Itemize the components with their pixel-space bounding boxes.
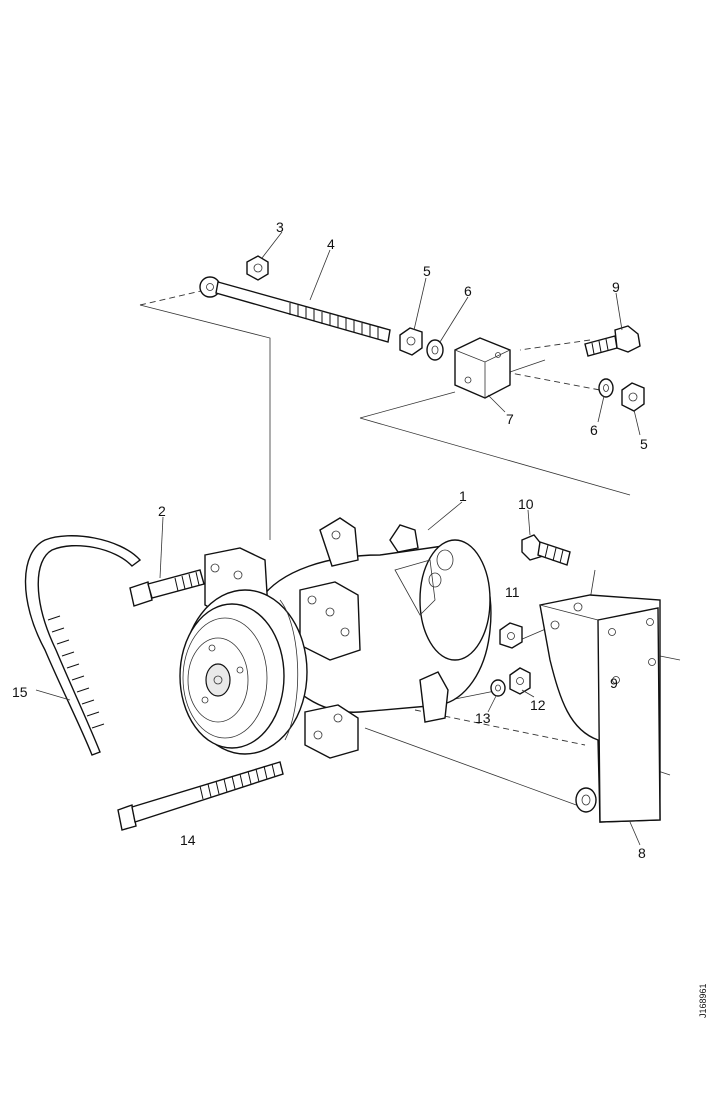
drive-belt — [24, 535, 142, 756]
nut-5-lower — [621, 382, 645, 412]
callout-15: 15 — [12, 684, 28, 700]
long-bolt-14 — [117, 761, 284, 831]
mounting-bracket-9 — [539, 594, 661, 823]
nut-11 — [499, 622, 523, 649]
callout-7: 7 — [506, 411, 514, 427]
nut-12 — [509, 667, 531, 695]
callout-2: 2 — [158, 503, 166, 519]
bolt-8 — [584, 325, 641, 357]
washer-13 — [490, 679, 506, 697]
washer-6-lower — [598, 378, 614, 398]
callout-5-upper: 5 — [423, 263, 431, 279]
bracket-block-7 — [454, 337, 511, 399]
ac-compressor — [179, 517, 492, 759]
callout-4: 4 — [327, 236, 335, 252]
callout-10: 10 — [518, 496, 534, 512]
callouts: 3 4 5 6 9 7 6 5 1 10 2 11 9 15 13 12 14 … — [12, 219, 648, 861]
callout-1: 1 — [459, 488, 467, 504]
callout-12: 12 — [530, 697, 546, 713]
bolt-10 — [521, 534, 571, 566]
nut-3 — [246, 255, 269, 281]
long-adjust-bolt — [199, 276, 391, 343]
callout-13: 13 — [475, 710, 491, 726]
callout-8: 9 — [612, 279, 620, 295]
nut-5-upper — [399, 327, 423, 356]
callout-9-upper: 9 — [610, 675, 618, 691]
figure-reference-code: J168961 — [698, 983, 708, 1018]
callout-6-lower: 6 — [590, 422, 598, 438]
callout-11: 11 — [505, 584, 520, 600]
bolt-2 — [129, 569, 205, 607]
callout-6-upper: 6 — [464, 283, 472, 299]
callout-5-lower: 5 — [640, 436, 648, 452]
callout-leaders — [35, 231, 641, 846]
washer-6-upper — [426, 339, 444, 361]
callout-14: 14 — [180, 832, 196, 848]
callout-3: 3 — [276, 219, 284, 235]
callout-9-lower: 8 — [638, 845, 646, 861]
